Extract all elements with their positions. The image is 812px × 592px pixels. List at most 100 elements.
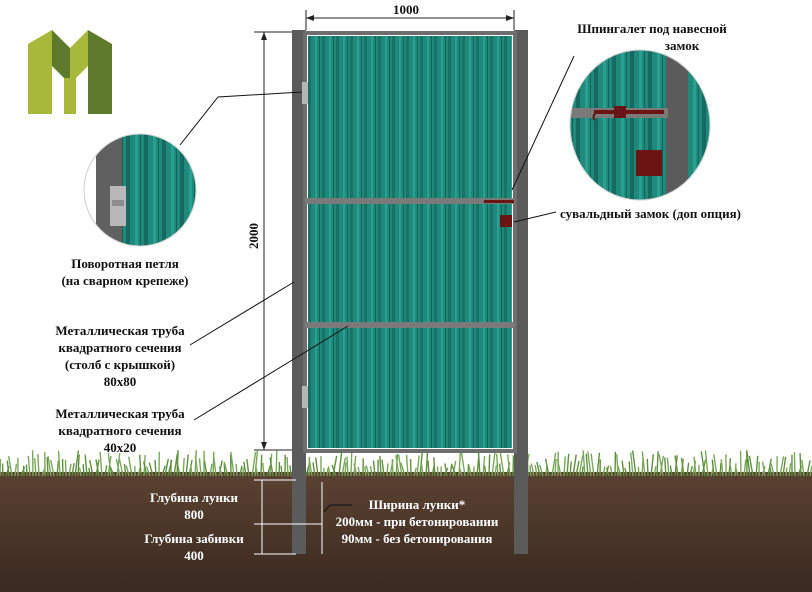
grass-blade	[680, 457, 685, 477]
gate-frame	[303, 31, 517, 453]
frame-pipe-leader	[193, 325, 349, 421]
drive-depth-line-2: 400	[184, 548, 204, 563]
grass-blade	[203, 460, 208, 477]
grass-blade	[596, 452, 601, 477]
grass-blade	[164, 458, 169, 477]
lock-label: сувальдный замок (доп опция)	[560, 206, 741, 221]
grass-blade	[621, 460, 625, 477]
hinge-label-line-2: (на сварном крепеже)	[61, 273, 189, 288]
grass-blade	[587, 451, 592, 477]
grass-blade	[123, 463, 127, 477]
grass-blade	[572, 454, 577, 477]
grass-blade	[175, 459, 181, 477]
grass-blade	[77, 454, 80, 477]
sheet-top	[308, 36, 512, 198]
grass-blade	[658, 454, 664, 477]
m-logo-icon	[28, 30, 112, 114]
grass-blade	[116, 452, 121, 477]
grass-blade	[379, 455, 382, 477]
grass-blade	[413, 467, 417, 477]
grass-blade	[286, 456, 289, 477]
grass-blade	[353, 463, 358, 477]
grass-blade	[269, 457, 274, 477]
hinge-label-line-1: Поворотная петля	[71, 256, 179, 271]
grass-blade	[544, 458, 550, 477]
grass-blade	[397, 454, 403, 477]
grass-blade	[624, 467, 628, 477]
grass-blade	[734, 463, 737, 477]
hinge-detail-outline	[83, 133, 197, 247]
hinge-detail	[84, 134, 196, 246]
grass-blade	[806, 460, 811, 477]
grass-blade	[788, 463, 792, 477]
grass-blade	[251, 451, 257, 477]
lock-box	[500, 215, 512, 227]
grass-blade	[711, 459, 715, 477]
grass-blade	[566, 453, 570, 477]
grass-blade	[545, 466, 548, 477]
grass-blade	[209, 463, 213, 477]
grass-blade	[585, 453, 589, 477]
grass-blade	[82, 464, 85, 477]
grass-blade	[331, 464, 337, 477]
grass-blade	[616, 454, 619, 477]
grass-blade	[327, 466, 331, 477]
drive-depth-line-1: Глубина забивки	[144, 531, 244, 546]
grass-blade	[338, 450, 343, 477]
grass-blade	[341, 457, 346, 477]
grass-blade	[460, 449, 466, 477]
grass-blade	[458, 467, 463, 477]
grass-blade	[365, 465, 370, 477]
grass-blade	[289, 465, 292, 477]
grass-blade	[452, 460, 457, 477]
grass-blade	[743, 459, 747, 477]
lock-leader	[513, 211, 557, 223]
grass-blade	[686, 462, 690, 477]
grass-blade	[223, 463, 226, 477]
hinge-label: Поворотная петля (на сварном крепеже)	[40, 255, 210, 289]
grass-blade	[280, 465, 283, 477]
grass-blade	[416, 455, 420, 477]
grass-blade	[395, 454, 400, 477]
latch-label-line-1: Шпингалет под навесной	[577, 21, 727, 36]
grass-blade	[173, 453, 179, 477]
grass-blade	[617, 465, 622, 477]
grass-blade	[308, 459, 313, 477]
grass-blade	[46, 457, 49, 477]
grass-blade	[496, 453, 499, 477]
grass-blade	[315, 457, 319, 477]
grass-blade	[326, 467, 329, 477]
grass-blade	[538, 464, 544, 477]
grass-blade	[609, 465, 613, 477]
grass-blade	[57, 450, 61, 477]
height-dim-arrow-bottom	[261, 442, 267, 450]
drive-depth-label: Глубина забивки 400	[132, 530, 256, 564]
grass-blade	[275, 450, 278, 477]
grass-blade	[235, 463, 238, 477]
grass-blade	[700, 451, 706, 477]
post-pipe-label: Металлическая труба квадратного сечения …	[36, 322, 204, 390]
grass-blade	[529, 465, 532, 477]
grass-blade	[770, 463, 775, 477]
grass-blade	[344, 462, 347, 477]
grass-blade	[154, 460, 157, 477]
grass-blade	[223, 461, 229, 477]
grass-blade	[95, 459, 100, 477]
grass-blade	[391, 459, 394, 477]
grass-blade	[444, 463, 448, 477]
sheet-bottom	[308, 328, 512, 448]
grass-blade	[427, 460, 430, 477]
grass-blade	[449, 463, 453, 477]
right-post	[514, 30, 528, 554]
grass-blade	[68, 463, 72, 477]
soil	[0, 472, 812, 592]
grass-blade	[185, 454, 189, 477]
hole-width-line-1: Ширина лунки*	[368, 497, 466, 512]
grass-blade	[602, 466, 606, 477]
grass-blade	[704, 450, 709, 477]
grass-blade	[530, 463, 535, 477]
grass-blade	[145, 466, 151, 477]
grass-blade	[218, 466, 223, 477]
grass-blade	[381, 459, 385, 477]
grass-blade	[590, 453, 595, 477]
